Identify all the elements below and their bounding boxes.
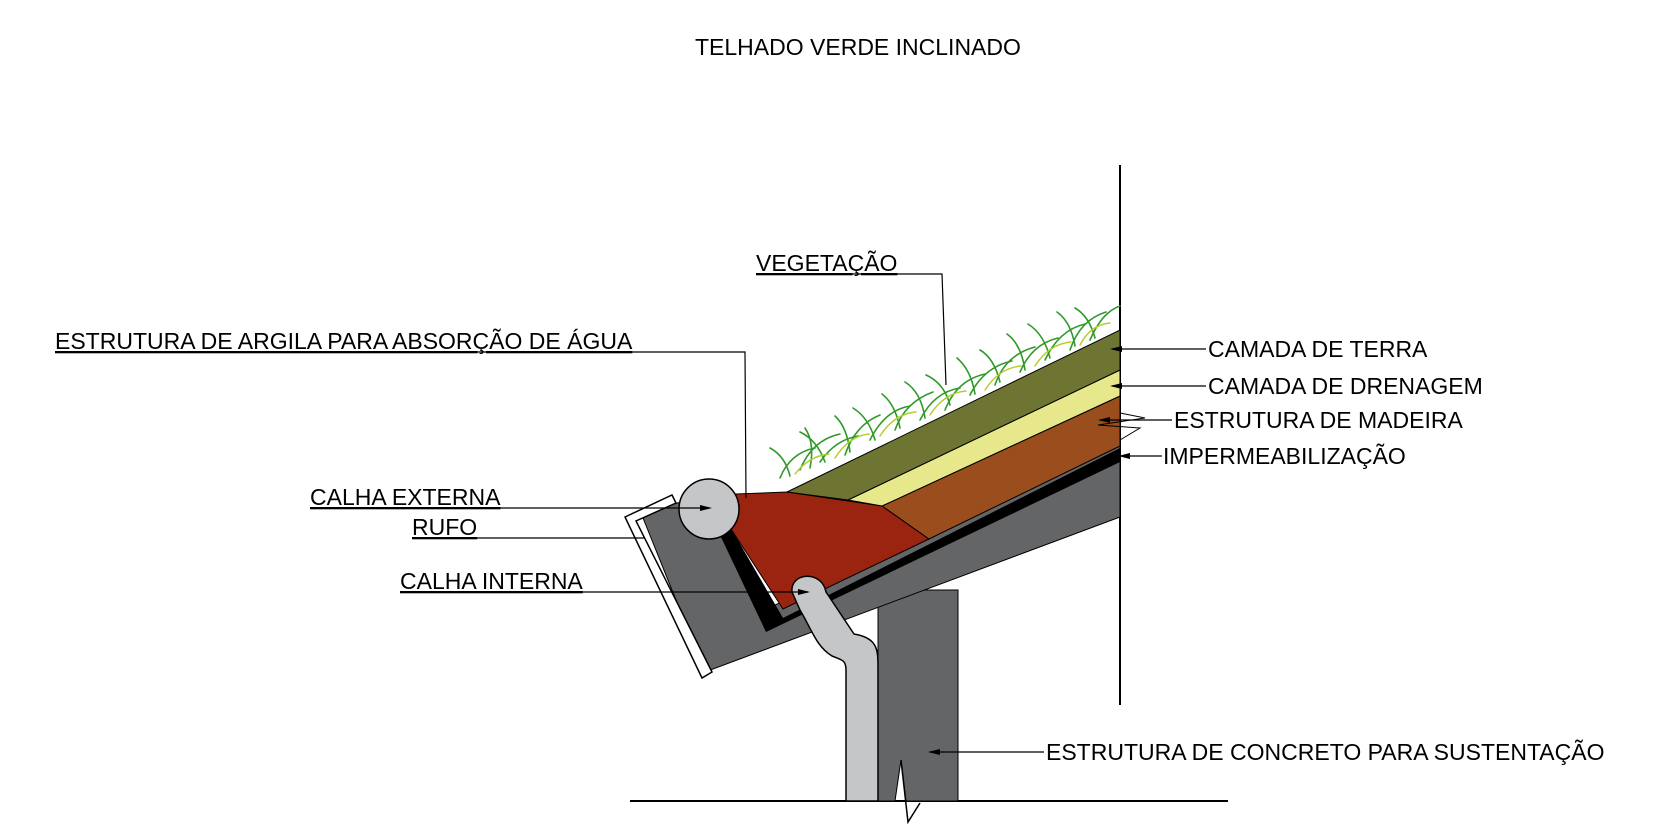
label-calha-externa: CALHA EXTERNA	[310, 484, 501, 510]
label-camada-drenagem: CAMADA DE DRENAGEM	[1208, 373, 1483, 399]
label-estrutura-madeira: ESTRUTURA DE MADEIRA	[1174, 407, 1463, 433]
arrow-camada-drenagem	[1110, 383, 1122, 389]
arrow-calha-interna	[798, 589, 810, 595]
label-estrutura-concreto: ESTRUTURA DE CONCRETO PARA SUSTENTAÇÃO	[1046, 739, 1604, 765]
column-break-line	[900, 759, 921, 825]
arrow-impermeabilizacao	[1118, 453, 1130, 459]
concrete-column	[877, 589, 959, 802]
rufo-flashing	[623, 494, 713, 680]
arrow-estrutura-madeira	[1098, 417, 1110, 423]
arrow-calha-externa	[700, 505, 712, 511]
leader-lines	[55, 273, 1206, 755]
label-vegetacao: VEGETAÇÃO	[756, 250, 897, 276]
leader-argila	[55, 351, 747, 499]
label-argila: ESTRUTURA DE ARGILA PARA ABSORÇÃO DE ÁGU…	[55, 328, 633, 354]
soil-layer	[785, 329, 1121, 501]
arrow-camada-terra	[1110, 346, 1122, 352]
label-calha-interna: CALHA INTERNA	[400, 568, 583, 594]
arrow-estrutura-concreto	[928, 749, 940, 755]
label-impermeabilizacao: IMPERMEABILIZAÇÃO	[1163, 443, 1406, 469]
label-camada-terra: CAMADA DE TERRA	[1208, 336, 1428, 362]
wood-break-symbol	[1097, 412, 1146, 441]
vegetation-grass	[769, 305, 1121, 479]
waterproofing-membrane	[720, 448, 1120, 632]
diagram-title: TELHADO VERDE INCLINADO	[695, 34, 1021, 60]
external-gutter	[678, 478, 740, 540]
internal-gutter-pipe	[791, 575, 879, 802]
label-rufo: RUFO	[412, 514, 477, 540]
leader-vegetacao	[758, 273, 947, 386]
